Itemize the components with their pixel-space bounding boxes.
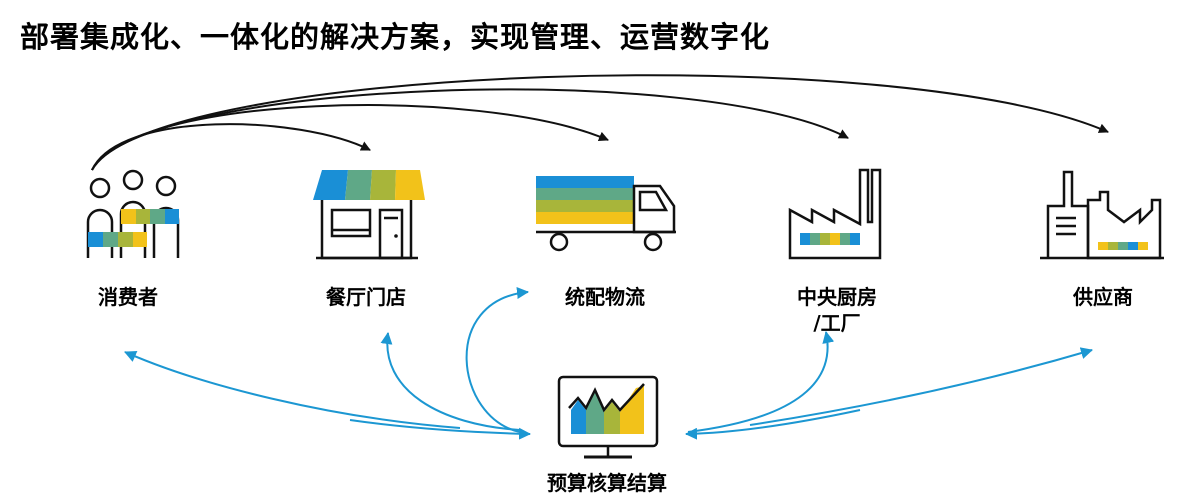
arrow-budget-to-logistics	[465, 287, 529, 433]
factory-icon	[788, 168, 882, 260]
budget-flow-arrows	[124, 287, 1093, 440]
node-label-consumer: 消费者	[98, 285, 158, 309]
arrow-consumer-to-supplier	[91, 74, 1109, 171]
arrow-consumer-to-store	[91, 123, 371, 171]
consumer-flow-arrows	[91, 74, 1109, 171]
arrow-consumer-to-kitchen	[91, 88, 849, 171]
arrow-supplier-to-budget	[685, 409, 861, 440]
node-label-kitchen: 中央厨房	[797, 285, 877, 309]
arrow-budget-to-supplier	[749, 347, 1093, 426]
page-title: 部署集成化、一体化的解决方案，实现管理、运营数字化	[20, 20, 771, 54]
storefront-icon	[313, 170, 425, 260]
supplier-factory-icon	[1040, 170, 1164, 260]
monitor-chart-icon	[557, 375, 659, 459]
arrow-budget-to-kitchen	[687, 331, 835, 433]
node-label-supplier: 供应商	[1073, 285, 1133, 309]
people-icon	[86, 169, 180, 258]
node-label-budget: 预算核算结算	[547, 471, 667, 495]
arrow-budget-to-consumer	[124, 350, 461, 429]
node-label-kitchen-factory: /工厂	[813, 311, 861, 335]
node-label-logistics: 统配物流	[565, 285, 645, 309]
arrow-consumer-to-logistics	[91, 104, 609, 171]
arrow-budget-to-store	[380, 332, 521, 431]
node-label-store: 餐厅门店	[326, 285, 406, 309]
truck-icon	[536, 176, 676, 252]
arrow-budget-from-consumer	[349, 419, 531, 440]
